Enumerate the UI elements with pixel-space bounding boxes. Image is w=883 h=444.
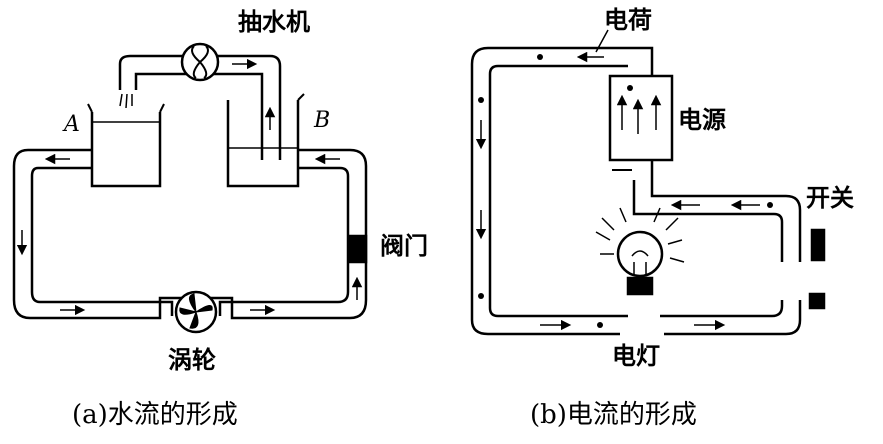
tank-b xyxy=(226,100,300,188)
wire-outer xyxy=(470,46,802,336)
pipe-inner xyxy=(30,166,350,316)
electric-circuit xyxy=(470,46,826,336)
tank-a xyxy=(90,112,162,188)
valve-label: 阀门 xyxy=(380,232,428,260)
switch-top xyxy=(810,228,826,262)
switch-label: 开关 xyxy=(806,184,854,212)
lamp-label: 电灯 xyxy=(612,342,660,370)
pump-label: 抽水机 xyxy=(238,8,310,36)
source-charges xyxy=(616,94,662,134)
charge-label: 电荷 xyxy=(604,6,652,34)
source-label: 电源 xyxy=(678,106,726,134)
charge-dots xyxy=(478,54,773,328)
water-spray xyxy=(119,93,133,109)
valve xyxy=(348,234,368,264)
caption-water: (a)水流的形成 xyxy=(72,400,238,430)
caption-electric: (b)电流的形成 xyxy=(530,400,697,430)
charge-leader xyxy=(595,29,609,53)
lamp-base xyxy=(626,276,654,296)
pump-impeller xyxy=(191,45,209,79)
turbine-blades xyxy=(179,293,213,329)
tank-b-label: B xyxy=(314,108,331,133)
tank-a-label: A xyxy=(64,112,80,137)
wire-inner xyxy=(488,64,784,318)
switch-bottom xyxy=(808,292,826,310)
lamp-filament xyxy=(631,250,649,276)
turbine-label: 涡轮 xyxy=(168,346,216,374)
water-circuit xyxy=(12,42,368,334)
lamp-bulb xyxy=(616,230,664,278)
lamp-rays xyxy=(595,207,685,263)
power-source xyxy=(608,74,674,162)
